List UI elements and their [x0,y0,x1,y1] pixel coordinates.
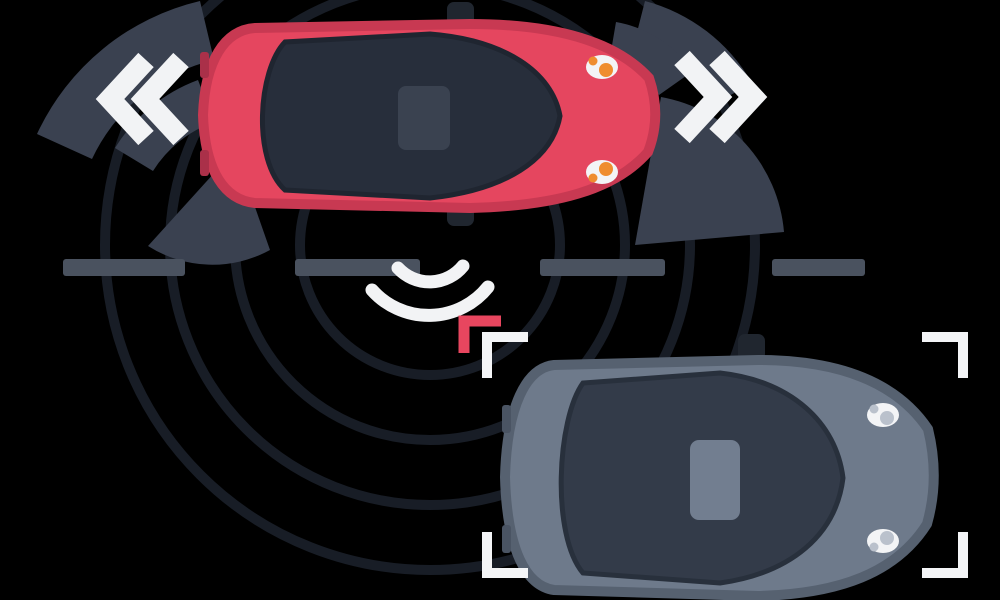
alert-corner-bracket [458,315,501,353]
red-car-headlight-bottom-bulb-2 [588,173,598,183]
lane-dashes [63,259,865,276]
gray-car-taillight-top [502,405,511,433]
gray-car-headlight-bottom-bulb-2 [869,542,879,552]
chevrons-left-icon [95,52,189,146]
lane-dash-2 [295,259,420,276]
gray-car-headlight-top-bulb-2 [869,404,879,414]
chevron-left-inner [130,52,189,146]
frame-corner-bottom-left [482,532,528,578]
red-car-headlight-top-bulb-2 [588,56,598,66]
fan-top-right-inner-icon [609,22,693,95]
lane-dash-4 [772,259,865,276]
red-car-sunroof [398,86,450,150]
sonar-wave-inner [391,259,470,289]
lane-dash-1 [63,259,185,276]
chevron-left-outer [95,52,154,146]
gray-car-mirror-top [738,334,765,361]
gray-car [499,334,939,600]
detection-frame [482,332,968,578]
gray-car-headlight-bottom-bulb-1 [880,531,894,545]
sonar-wave-outer [365,280,495,322]
frame-corner-top-right [922,332,968,378]
frame-corner-bottom-right [922,532,968,578]
red-car [197,2,661,226]
red-car-taillight-top [200,52,209,78]
red-car-headlight-top-bulb-1 [599,63,613,77]
fan-right-wedge-icon [635,97,784,245]
chevron-right-outer [709,50,768,144]
red-car-taillight-bottom [200,150,209,176]
frame-corner-top-left [482,332,528,378]
sensor-ring-4 [100,0,760,575]
gray-car-taillight-bottom [502,525,511,553]
red-car-headlight-bottom-bulb-1 [599,162,613,176]
gray-car-sunroof [690,440,740,520]
chevron-right-inner [674,50,733,144]
lane-dash-3 [540,259,665,276]
gray-car-headlight-top-bulb-1 [880,411,894,425]
sonar-waves-icon [365,259,495,322]
chevrons-right-icon [674,50,768,144]
